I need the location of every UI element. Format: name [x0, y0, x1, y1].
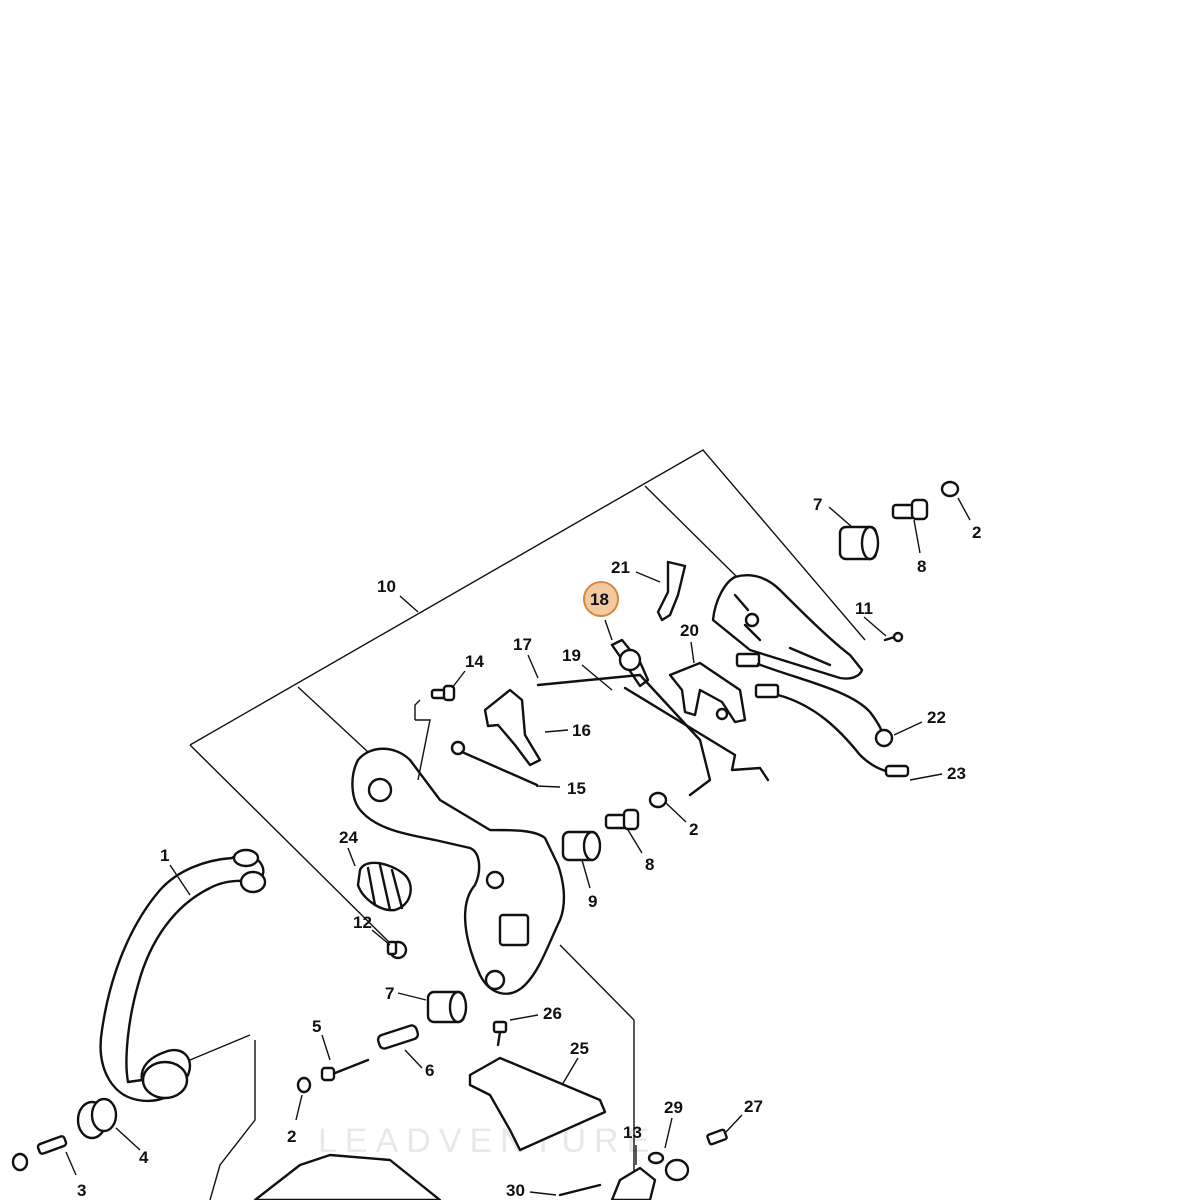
callout-29[interactable]: 29: [664, 1098, 683, 1117]
screw-part-26: [492, 1020, 508, 1047]
callout-15[interactable]: 15: [567, 779, 586, 798]
screw-part-11: [883, 631, 904, 643]
callout-8-mid[interactable]: 8: [645, 855, 654, 874]
callout-19[interactable]: 19: [562, 646, 581, 665]
washer-part-top: [940, 480, 960, 498]
part-13: [610, 1166, 657, 1200]
sleeve-part-9: [561, 830, 602, 862]
throttle-trigger-part-20: [668, 661, 747, 724]
callout-18[interactable]: 18: [590, 590, 609, 609]
sleeve-part-top: [838, 525, 880, 561]
housing-part-lower: [253, 1153, 442, 1200]
highlight-circle-18: [583, 581, 619, 617]
assembly-bracket-10: [189, 449, 866, 1200]
bolt-part-3: [36, 1135, 68, 1155]
callout-30[interactable]: 30: [506, 1181, 525, 1200]
bolt-part-5: [320, 1058, 370, 1082]
callout-labels: 7 2 8 21 18 10 11 17 19 20 14 16 22 15 2…: [77, 495, 981, 1200]
callout-2[interactable]: 2: [972, 523, 981, 542]
screw-part-27: [706, 1128, 728, 1146]
screw-part-14: [430, 684, 456, 702]
rod-part-19: [623, 686, 770, 782]
callout-10[interactable]: 10: [377, 577, 396, 596]
washer-part-mid: [648, 791, 668, 809]
callout-23[interactable]: 23: [947, 764, 966, 783]
callout-17[interactable]: 17: [513, 635, 532, 654]
cable-part-23: [754, 683, 910, 778]
rod-part-17: [536, 673, 712, 797]
callout-8[interactable]: 8: [917, 557, 926, 576]
sleeve-part-lower: [426, 990, 468, 1024]
plate-part-25: [468, 1056, 607, 1152]
buffer-part-4: [76, 1097, 118, 1140]
callout-22[interactable]: 22: [927, 708, 946, 727]
cable-part-22: [735, 652, 894, 748]
bolt-part-mid: [604, 808, 640, 831]
leader-lines: [65, 497, 971, 1196]
front-handle-part: [99, 848, 267, 1103]
bolt-part-top: [891, 498, 929, 521]
callout-26[interactable]: 26: [543, 1004, 562, 1023]
callout-21[interactable]: 21: [611, 558, 630, 577]
callout-1[interactable]: 1: [160, 846, 169, 865]
callout-9[interactable]: 9: [588, 892, 597, 911]
buffer-spring-part-24: [356, 861, 412, 912]
rear-handle-shell-part: [711, 574, 864, 680]
main-handle-part-10: [351, 747, 566, 995]
ring-part: [664, 1158, 690, 1182]
trigger-lock-part-16: [483, 688, 542, 767]
callout-2-mid[interactable]: 2: [689, 820, 698, 839]
part-29: [647, 1151, 665, 1165]
part-30: [558, 1183, 602, 1197]
callout-3[interactable]: 3: [77, 1181, 86, 1200]
callout-27[interactable]: 27: [744, 1097, 763, 1116]
callout-14[interactable]: 14: [465, 652, 484, 671]
washer-part-lower: [296, 1076, 312, 1094]
callout-7[interactable]: 7: [813, 495, 822, 514]
callout-11[interactable]: 11: [855, 599, 873, 618]
callout-20[interactable]: 20: [680, 621, 699, 640]
callout-25[interactable]: 25: [570, 1039, 589, 1058]
callout-2-lower[interactable]: 2: [287, 1127, 296, 1146]
callout-16[interactable]: 16: [572, 721, 591, 740]
sleeve-part-6: [376, 1024, 420, 1050]
callout-7-lower[interactable]: 7: [385, 984, 394, 1003]
watermark-text: LEADVENTURE: [318, 1122, 657, 1160]
callout-13[interactable]: 13: [623, 1123, 642, 1142]
bracket-line-lower-2: [209, 1040, 256, 1200]
plug-part-12: [386, 940, 408, 960]
callout-12[interactable]: 12: [353, 913, 372, 932]
bracket-line-lower: [189, 1034, 251, 1061]
callout-24[interactable]: 24: [339, 828, 358, 847]
callout-6[interactable]: 6: [425, 1061, 434, 1080]
lever-part-21: [656, 560, 687, 622]
spring-part-15: [450, 740, 539, 787]
callout-4[interactable]: 4: [139, 1148, 149, 1167]
callout-5[interactable]: 5: [312, 1017, 321, 1036]
washer-part-lower-left: [11, 1152, 29, 1172]
